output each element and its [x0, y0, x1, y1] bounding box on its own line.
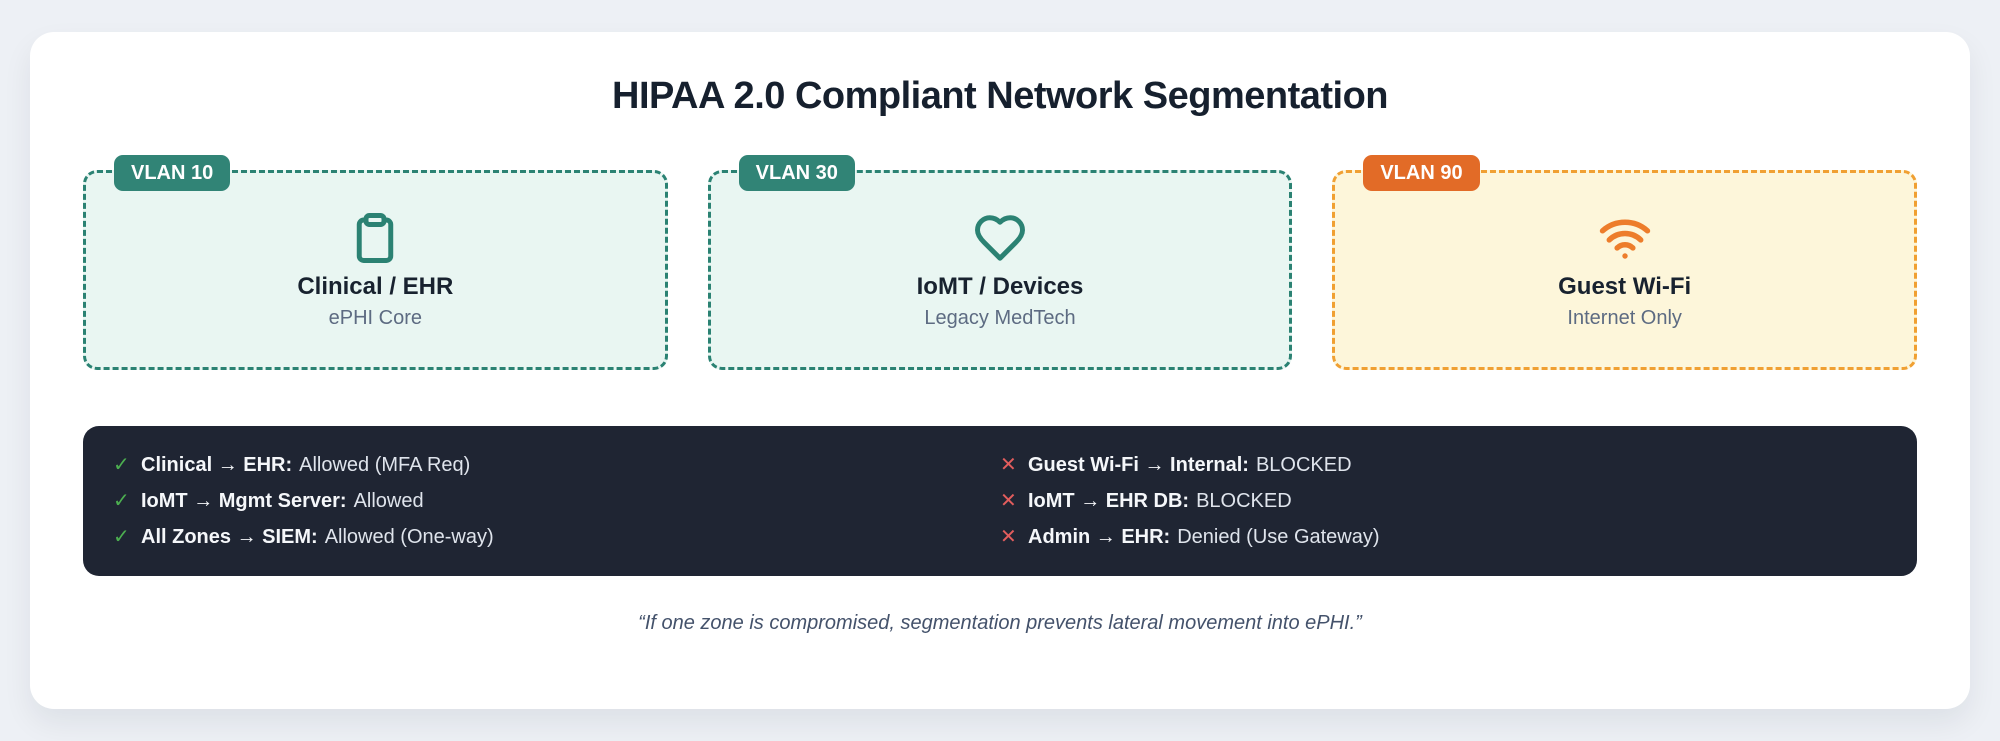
rule-value: Denied (Use Gateway): [1177, 526, 1380, 548]
check-icon: ✓: [113, 490, 130, 512]
rule-row: ✓ All Zones → SIEM: Allowed (One-way): [113, 524, 1000, 550]
page-title: HIPAA 2.0 Compliant Network Segmentation: [612, 75, 1389, 117]
zone-title: IoMT / Devices: [916, 272, 1084, 300]
rule-row: ✕ IoMT → EHR DB: BLOCKED: [1000, 488, 1887, 514]
zone-subtitle: Internet Only: [1567, 306, 1682, 329]
zone-title: Guest Wi-Fi: [1558, 272, 1692, 300]
clipboard-icon: [357, 212, 394, 263]
quote-text: “If one zone is compromised, segmentatio…: [638, 612, 1362, 634]
rule-value: Allowed (One-way): [324, 526, 494, 548]
wifi-icon: [1599, 219, 1650, 259]
rule-value: BLOCKED: [1196, 490, 1292, 512]
rule-value: Allowed (MFA Req): [299, 454, 471, 476]
cross-icon: ✕: [1000, 526, 1017, 548]
rule-value: Allowed: [353, 490, 424, 512]
zone-subtitle: ePHI Core: [328, 306, 423, 329]
firewall-rules-panel: ✓ Clinical → EHR: Allowed (MFA Req) ✓ Io…: [83, 426, 1917, 576]
vlan-90-badge: VLAN 90: [1363, 155, 1480, 191]
check-icon: ✓: [113, 454, 130, 476]
rule-label: Admin → EHR:: [1028, 526, 1171, 548]
rule-label: Clinical → EHR:: [141, 454, 293, 476]
vlan-30-badge: VLAN 30: [738, 155, 855, 191]
vlan-10-badge: VLAN 10: [114, 155, 231, 191]
rule-row: ✓ Clinical → EHR: Allowed (MFA Req): [113, 452, 1000, 478]
rule-label: Guest Wi-Fi → Internal:: [1028, 454, 1249, 476]
zone-card-guest-wifi: VLAN 90 Guest Wi-Fi Internet Only: [1332, 155, 1918, 370]
cross-icon: ✕: [1000, 490, 1017, 512]
check-icon: ✓: [113, 526, 130, 548]
rule-row: ✕ Admin → EHR: Denied (Use Gateway): [1000, 524, 1887, 550]
rule-label: IoMT → Mgmt Server:: [141, 490, 347, 512]
rule-label: All Zones → SIEM:: [141, 526, 318, 548]
zone-title: Clinical / EHR: [297, 272, 454, 300]
rule-row: ✕ Guest Wi-Fi → Internal: BLOCKED: [1000, 452, 1887, 478]
zones-row: VLAN 10 Clinical / EHR ePHI Core VLAN 30…: [83, 155, 1918, 370]
cross-icon: ✕: [1000, 454, 1017, 476]
zone-subtitle: Legacy MedTech: [924, 306, 1076, 329]
rule-value: BLOCKED: [1255, 454, 1352, 476]
rule-label: IoMT → EHR DB:: [1028, 490, 1190, 512]
zone-card-clinical: VLAN 10 Clinical / EHR ePHI Core: [83, 155, 668, 370]
zone-card-iomt: VLAN 30 IoMT / Devices Legacy MedTech: [707, 155, 1293, 370]
rule-row: ✓ IoMT → Mgmt Server: Allowed: [113, 488, 1000, 514]
blocked-rules-column: ✕ Guest Wi-Fi → Internal: BLOCKED ✕ IoMT…: [1000, 452, 1887, 550]
allowed-rules-column: ✓ Clinical → EHR: Allowed (MFA Req) ✓ Io…: [113, 452, 1000, 550]
diagram-card: HIPAA 2.0 Compliant Network Segmentation…: [30, 32, 1970, 709]
heart-icon: [975, 214, 1025, 261]
